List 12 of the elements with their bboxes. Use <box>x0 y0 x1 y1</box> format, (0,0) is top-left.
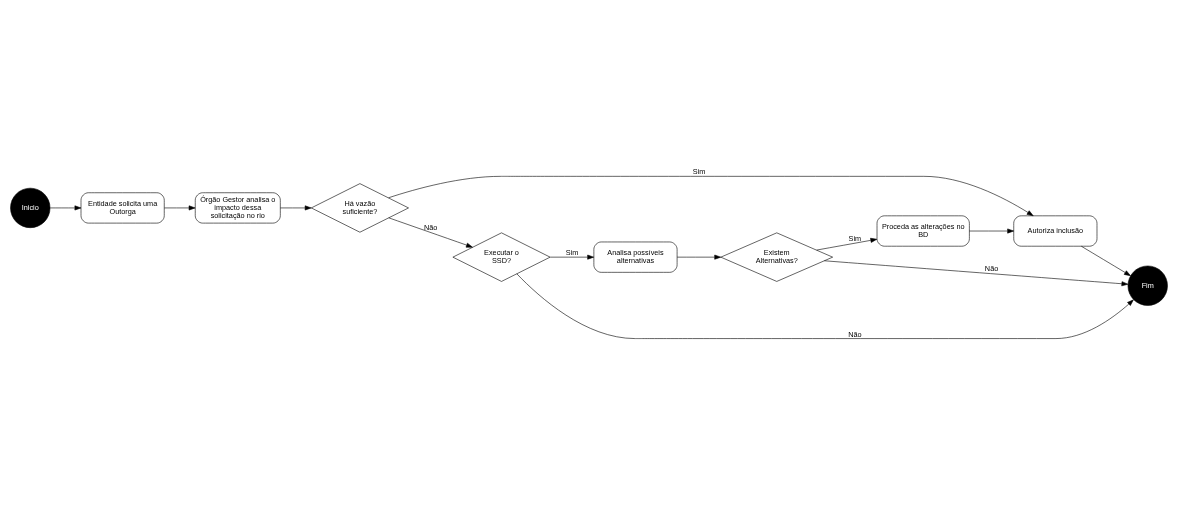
arrow <box>824 259 1129 286</box>
arrow <box>676 254 722 260</box>
arrow <box>49 205 82 210</box>
arrow <box>388 175 1034 216</box>
arrow <box>969 228 1014 233</box>
arrow <box>164 205 196 210</box>
arrow <box>516 273 1134 339</box>
arrow <box>1081 245 1131 276</box>
arrow <box>280 205 312 210</box>
arrow <box>549 254 594 260</box>
arrow <box>816 237 878 250</box>
arrow <box>388 217 473 247</box>
